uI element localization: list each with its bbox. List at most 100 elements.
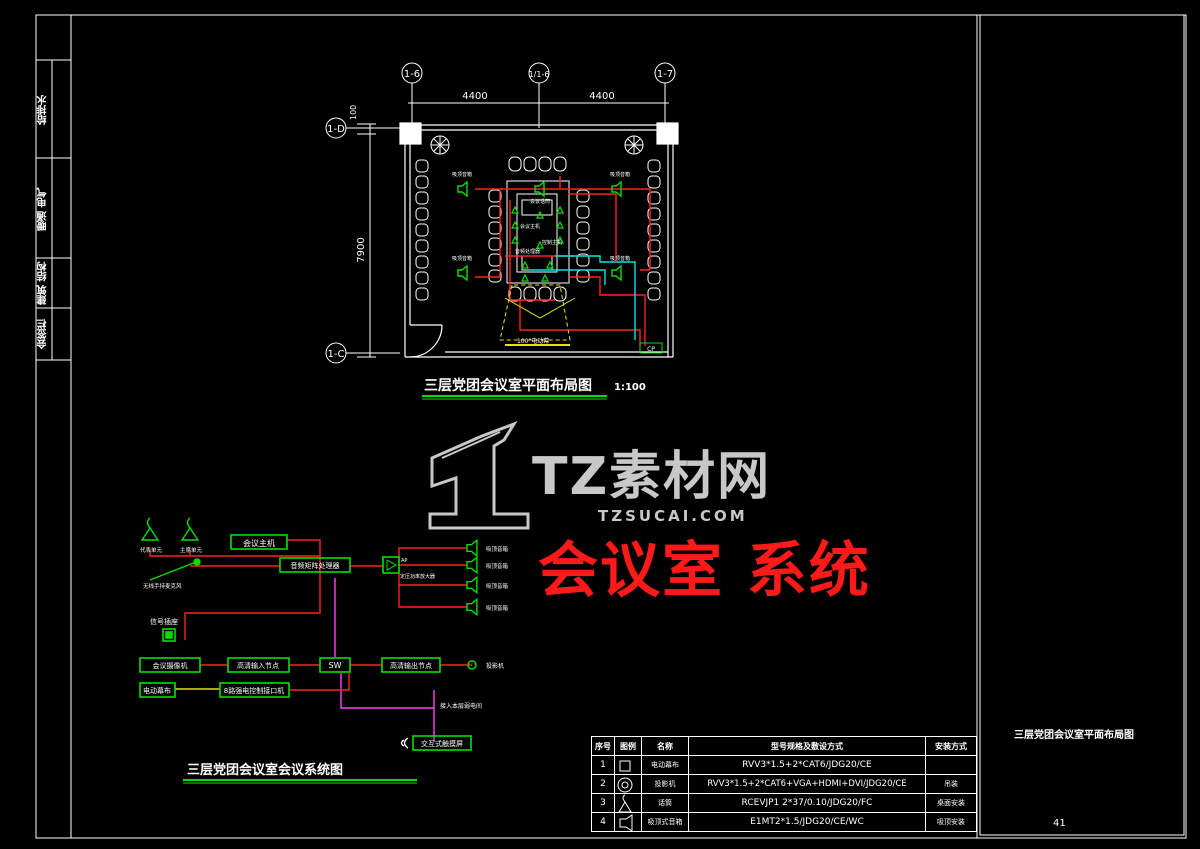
chair-icon: [508, 156, 522, 172]
microphone-icon: [140, 517, 477, 749]
microphone-icon: [521, 273, 529, 282]
interactive-label: 交互式触摸屏: [421, 739, 463, 748]
control-box: [219, 682, 290, 698]
power-label: 电动幕布: [143, 686, 171, 695]
chair-icon: [538, 156, 552, 172]
sw-label: SW: [329, 661, 342, 670]
right-title: 三层党团会议室平面布局图: [1014, 730, 1134, 741]
system-diagram: 会议主机 音频矩阵处理器 AP 定压功率放大器 会议摄像机 高清输入节点 SW …: [139, 517, 509, 784]
cp-label: CP: [647, 346, 655, 353]
plan-title: 三层党团会议室平面布局图: [424, 377, 592, 394]
chair-icon: [553, 286, 567, 302]
chair-icon: [576, 269, 590, 283]
table-row: 1 电动幕布 RVV3*1.5+2*CAT6/JDG20/CE: [591, 755, 977, 775]
overlay-title: 会议室 系统: [538, 536, 871, 606]
legend-name: 电动幕布: [641, 755, 689, 775]
interactive-box: [412, 735, 472, 751]
chair-icon: [647, 175, 661, 189]
dim-left-small: 100: [349, 105, 358, 120]
speaker-icon: [457, 180, 468, 198]
chair-icon: [523, 156, 537, 172]
mixer-box: [139, 657, 201, 673]
chair-icon: [647, 191, 661, 205]
legend-name: 吸顶式音箱: [641, 812, 689, 832]
chair-icon: [647, 271, 661, 285]
legend-install: 吸顶安装: [925, 812, 977, 832]
side-block-sign: 会签栏: [38, 319, 49, 349]
speaker-icon: [611, 264, 622, 282]
wall-chairs: [415, 159, 661, 301]
cabling: [475, 176, 651, 346]
speaker-icon: [466, 555, 478, 575]
host-box: [230, 534, 288, 550]
legend-name: 话筒: [641, 793, 689, 813]
chair-icon: [647, 239, 661, 253]
chair-icon: [415, 255, 429, 269]
dim-left: 7900: [356, 237, 367, 262]
legend-header: 名称: [641, 736, 689, 756]
hd-in-label: 高清输入节点: [237, 661, 279, 670]
speaker-icon: [457, 264, 468, 282]
dim-top-2: 4400: [589, 91, 614, 102]
mixer-label: 会议摄像机: [153, 661, 188, 670]
legend-no: 1: [591, 755, 615, 775]
microphone-icon: [521, 260, 529, 269]
legend-spec: RCEVJP1 2*37/0.10/JDG20/FC: [688, 793, 926, 813]
amp-label: 定压功率放大器: [400, 573, 435, 580]
processor-box: [279, 557, 351, 573]
hd-in-box: [227, 657, 290, 673]
watermark-text: TZ素材网: [532, 447, 772, 507]
signal-box: [162, 628, 176, 642]
axis-label-3: 1-7: [657, 69, 673, 80]
host-label: 会议主机: [243, 538, 275, 548]
chair-icon: [647, 207, 661, 221]
cp-box: [639, 342, 663, 354]
axis-label-2: 1/1-6: [529, 70, 550, 79]
chair-icon: [488, 237, 502, 251]
side-block-plumbing: 给排水: [38, 95, 49, 125]
legend-no: 4: [591, 812, 615, 832]
legend-install: [925, 755, 977, 775]
speaker-label: 吸顶音箱: [610, 255, 630, 262]
microphone-icon: [511, 205, 519, 214]
conference-table: [506, 180, 570, 284]
speaker-icon: [611, 180, 622, 198]
microphone-icon: [556, 220, 564, 229]
chair-icon: [647, 223, 661, 237]
floor-plan: 1-6 1/1-6 1-7 1-D 1-C 4400 4400 100 7900: [325, 62, 679, 400]
chair-icon: [553, 156, 567, 172]
microphone-icon: [556, 205, 564, 214]
chair-icon: [415, 239, 429, 253]
chair-icon: [538, 286, 552, 302]
chair-icon: [647, 159, 661, 173]
legend-header-row: 序号 图例 名称 型号规格及敷设方式 安装方式: [591, 736, 977, 756]
plan-scale: 1:100: [614, 382, 646, 393]
inner-label-2: 会议主机: [520, 223, 540, 230]
table-microphones: [511, 205, 564, 282]
chair-icon: [415, 223, 429, 237]
microphone-icon: [511, 235, 519, 244]
signal-label: 信号插座: [150, 617, 178, 626]
chair-icon: [576, 205, 590, 219]
chair-icon: [647, 255, 661, 269]
legend-header: 型号规格及敷设方式: [688, 736, 926, 756]
chair-icon: [523, 286, 537, 302]
legend-install: 桌面安装: [925, 793, 977, 813]
control-label: 8路强电控制接口机: [224, 686, 284, 695]
processor-label: 音频矩阵处理器: [291, 561, 340, 570]
microphone-icon: [536, 240, 544, 249]
mic-label-2: 主席单元: [180, 546, 203, 554]
chair-icon: [415, 191, 429, 205]
hd-out-box: [381, 657, 441, 673]
chair-icon: [415, 207, 429, 221]
axis-label-1: 1-6: [404, 69, 420, 80]
chair-icon: [415, 175, 429, 189]
system-boxes: [139, 534, 472, 751]
speaker-label: 吸顶音箱: [452, 255, 472, 262]
chair-icon: [576, 221, 590, 235]
power-box: [139, 682, 176, 698]
speaker-label: 吸顶音箱: [486, 545, 509, 553]
chair-icon: [415, 287, 429, 301]
amp-tag: AP: [401, 558, 407, 564]
